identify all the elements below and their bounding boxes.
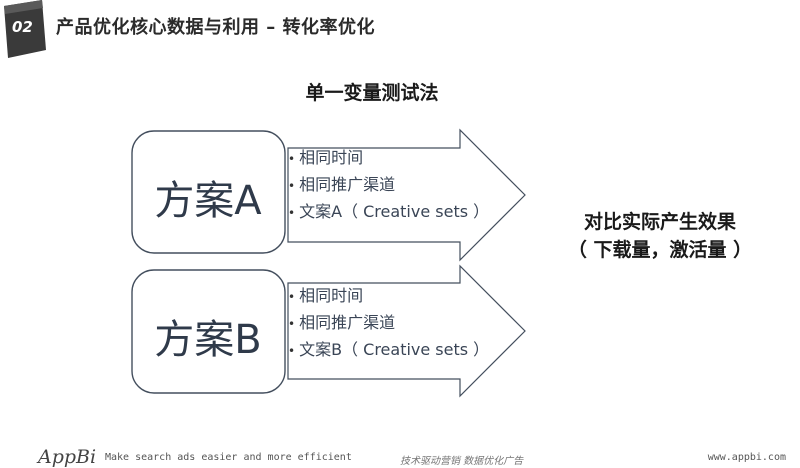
page-title: 产品优化核心数据与利用 – 转化率优化: [56, 17, 376, 38]
plan-a-condition: 相同时间: [288, 144, 489, 171]
plan-b-condition: 相同时间: [288, 282, 489, 309]
section-badge: 02: [0, 0, 46, 58]
plan-b-conditions: 相同时间 相同推广渠道 文案B（ Creative sets ）: [288, 282, 489, 363]
result-line-2: （ 下载量，激活量 ）: [567, 239, 753, 261]
plan-b-condition: 文案B（ Creative sets ）: [288, 336, 489, 363]
result-text: 对比实际产生效果 （ 下载量，激活量 ）: [540, 208, 780, 264]
result-line-1: 对比实际产生效果: [583, 211, 736, 233]
plan-a-condition: 相同推广渠道: [288, 171, 489, 198]
appbi-logo: AppBi: [38, 446, 97, 468]
section-number: 02: [12, 18, 33, 36]
footer-slogan: Make search ads easier and more efficien…: [105, 452, 352, 463]
plan-b-condition: 相同推广渠道: [288, 309, 489, 336]
plan-b-box: [131, 269, 286, 394]
plan-a-conditions: 相同时间 相同推广渠道 文案A（ Creative sets ）: [288, 144, 489, 225]
footer-url[interactable]: www.appbi.com: [707, 452, 786, 463]
method-title: 单一变量测试法: [305, 82, 439, 104]
plan-a-label: 方案A: [154, 178, 262, 224]
plan-a-box: [131, 130, 286, 254]
plan-b-label: 方案B: [154, 317, 262, 363]
plan-a-condition: 文案A（ Creative sets ）: [288, 198, 489, 225]
footer-tagline: 技术驱动营销 数据优化广告: [400, 456, 524, 467]
